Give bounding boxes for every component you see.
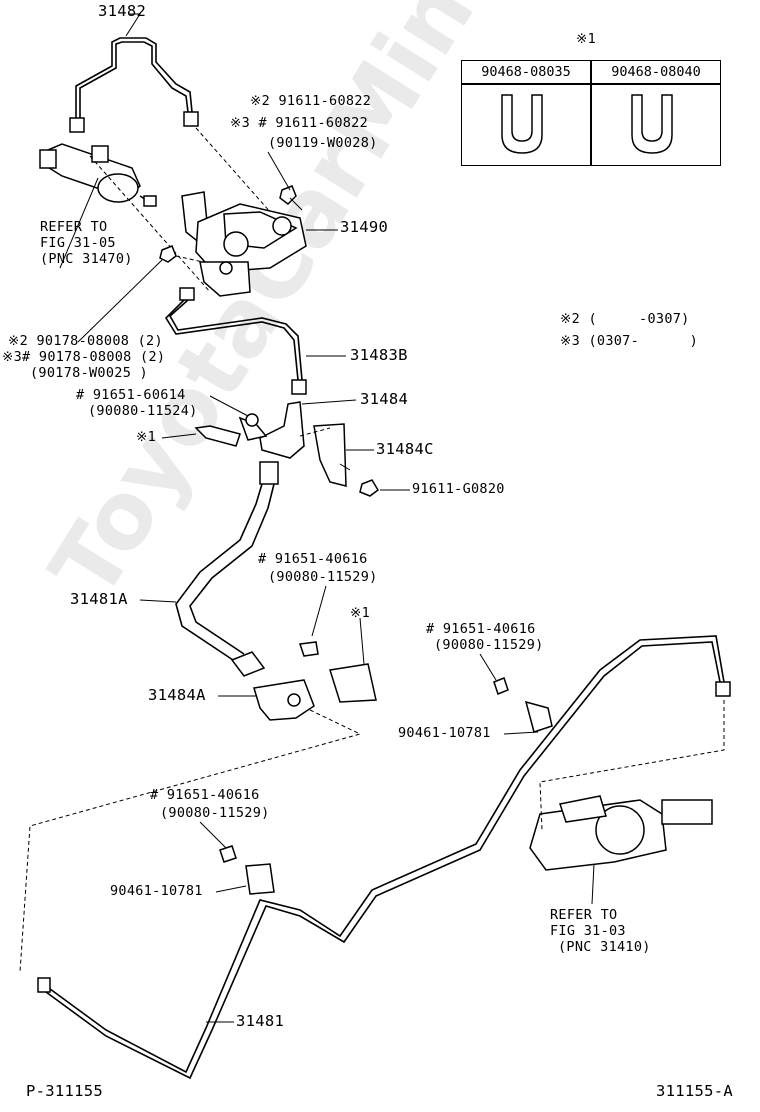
label-91611-n3: ※3 # 91611-60822: [230, 115, 369, 131]
hose-31481A: [175, 461, 279, 677]
mark-1-b: ※1: [350, 605, 371, 621]
part-31482: 31482: [98, 2, 147, 20]
label-91611-g0820: 91611-G0820: [412, 481, 505, 497]
label-90178-n2: ※2 90178-08008 (2): [8, 333, 163, 349]
label-90461-a: 90461-10781: [398, 725, 491, 741]
label-90178-n3: ※3# 90178-08008 (2): [2, 349, 166, 365]
bracket-31484A: [19, 641, 377, 973]
u-clip-icons: [501, 94, 673, 154]
leader-31482: [195, 127, 273, 215]
footer-right: 311155-A: [656, 1082, 734, 1100]
refer-2-b: FIG 31-03: [550, 923, 626, 939]
clip-table: 90468-08035 90468-08040: [461, 60, 721, 166]
refer-1-a: REFER TO: [40, 219, 108, 235]
clip-90461-a: [493, 677, 553, 733]
label-90178-w: (90178-W0025 ): [30, 365, 148, 381]
refer-1-b: FIG 31-05: [40, 235, 116, 251]
table-header-2: 90468-08040: [611, 64, 701, 80]
label-90461-b: 90461-10781: [110, 883, 203, 899]
mark-1-a: ※1: [136, 429, 157, 445]
valve-31490: [181, 191, 322, 297]
pipe-31481: [37, 635, 731, 1080]
part-31484: 31484: [360, 390, 409, 408]
label-90119: (90119-W0028): [268, 135, 378, 151]
label-91611-n2: ※2 91611-60822: [250, 93, 372, 109]
part-31484C: 31484C: [376, 440, 434, 458]
bolt-90178: [159, 245, 177, 263]
label-91651-60614: # 91651-60614: [76, 387, 186, 403]
part-31484A: 31484A: [148, 686, 206, 704]
note-3: ※3 (0307- ): [560, 333, 699, 349]
footer-left: P-311155: [26, 1082, 104, 1100]
bolt-91611: [279, 185, 303, 211]
table-mark: ※1: [576, 31, 597, 47]
pipe-31482: [69, 37, 199, 133]
part-31481: 31481: [236, 1012, 285, 1030]
table-header-1: 90468-08035: [481, 64, 571, 80]
label-91651-c: # 91651-40616: [150, 787, 260, 803]
label-91651-b: # 91651-40616: [426, 621, 536, 637]
refer-2-c: (PNC 31410): [558, 939, 651, 955]
label-91651-a: # 91651-40616: [258, 551, 368, 567]
refer-1-c: (PNC 31470): [40, 251, 133, 267]
pipe-31483B: [164, 287, 307, 395]
leader-cylinder: [89, 155, 211, 293]
label-90080-c: (90080-11529): [160, 805, 270, 821]
label-90080-a: (90080-11529): [268, 569, 378, 585]
part-31483B: 31483B: [350, 346, 408, 364]
part-31490: 31490: [340, 218, 389, 236]
label-90080-11524: (90080-11524): [88, 403, 198, 419]
label-90080-b: (90080-11529): [434, 637, 544, 653]
release-cylinder: [39, 143, 157, 207]
master-cylinder: [529, 700, 725, 871]
leader-bolt: [175, 255, 231, 269]
part-31481A: 31481A: [70, 590, 128, 608]
bracket-31484: [194, 401, 379, 497]
note-2: ※2 ( -0307): [560, 311, 690, 327]
clip-90461-b: [219, 845, 275, 895]
refer-2-a: REFER TO: [550, 907, 618, 923]
